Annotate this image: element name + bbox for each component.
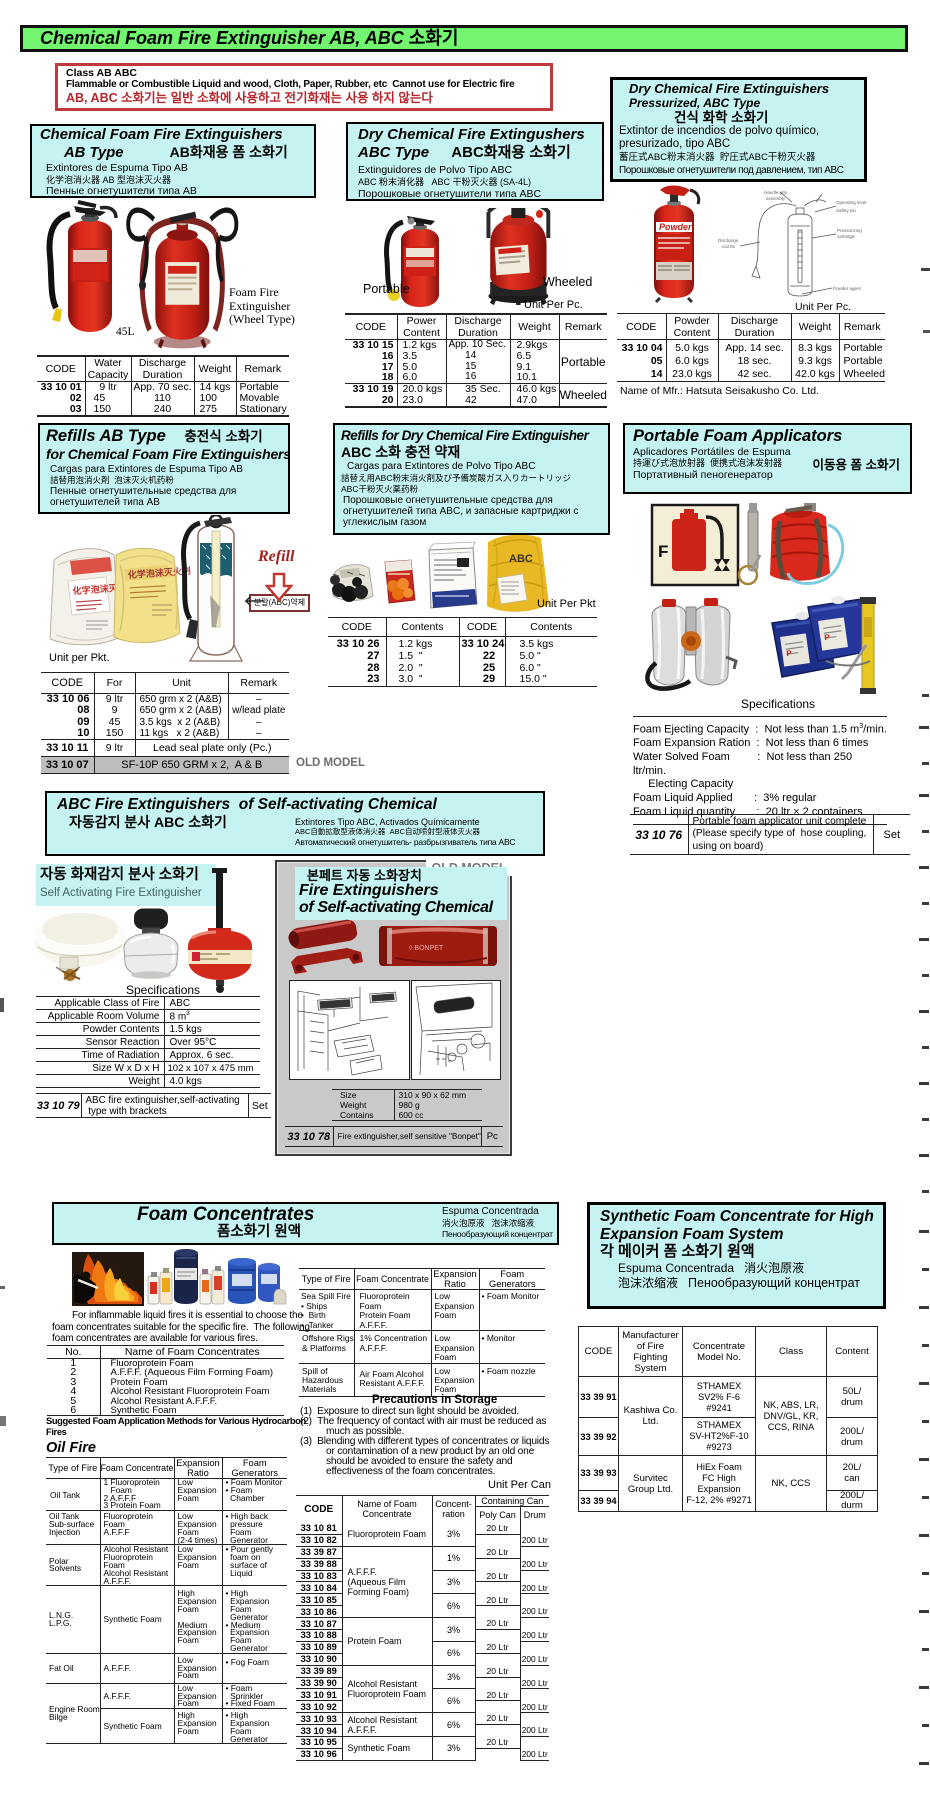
svg-text:Powder: Powder bbox=[659, 222, 692, 232]
svg-text:ABC: ABC bbox=[509, 553, 533, 565]
svg-text:◊ BONPET: ◊ BONPET bbox=[409, 945, 444, 952]
svg-text:Operating lever: Operating lever bbox=[836, 200, 867, 205]
svg-text:P: P bbox=[786, 648, 793, 658]
svg-text:Handle grip: Handle grip bbox=[764, 190, 788, 195]
svg-text:nozzle: nozzle bbox=[722, 244, 736, 249]
svg-text:Discharge: Discharge bbox=[718, 238, 739, 243]
svg-text:cartridge: cartridge bbox=[837, 234, 855, 239]
svg-text:Powder agent: Powder agent bbox=[833, 286, 862, 291]
svg-text:Safety pin: Safety pin bbox=[836, 208, 857, 213]
svg-text:F: F bbox=[658, 542, 668, 561]
svg-text:assembly: assembly bbox=[766, 196, 786, 201]
svg-text:Pressurizing: Pressurizing bbox=[837, 228, 862, 233]
svg-text:P: P bbox=[824, 632, 831, 642]
